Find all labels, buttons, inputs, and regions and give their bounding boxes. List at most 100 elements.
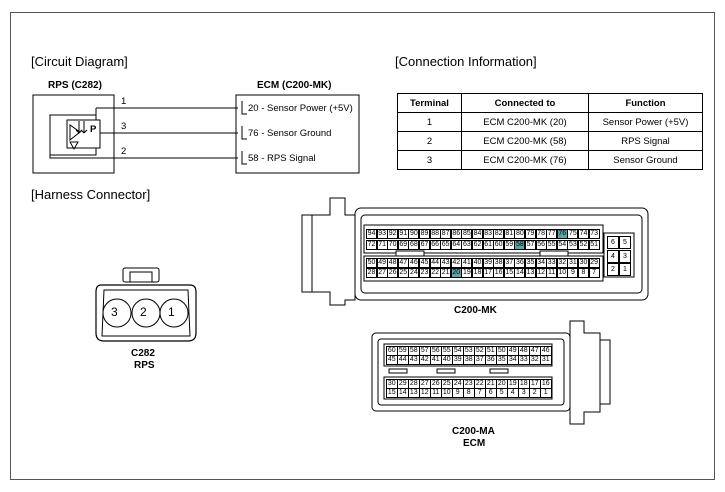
connector-pin: 81 bbox=[503, 229, 515, 239]
connector-pin: 3 bbox=[518, 388, 530, 398]
connector-pin: 12 bbox=[535, 268, 547, 278]
connector-pin: 26 bbox=[387, 268, 399, 278]
connector-pin: 40 bbox=[441, 355, 453, 365]
connector-pin: 82 bbox=[493, 229, 505, 239]
connector-pin: 28 bbox=[366, 268, 377, 278]
connector-pin: 67 bbox=[419, 240, 430, 250]
connector-pin: 47 bbox=[397, 258, 409, 268]
connector-pin: 8 bbox=[578, 268, 589, 278]
connector-pin: 8 bbox=[463, 388, 475, 398]
connector-pin: 77 bbox=[546, 229, 558, 239]
connector-pin: 90 bbox=[408, 229, 420, 239]
connector-pin: 74 bbox=[578, 229, 589, 239]
connector-pin: 10 bbox=[556, 268, 568, 278]
connector-pin: 5 bbox=[496, 388, 508, 398]
connector-pin: 2 bbox=[529, 388, 541, 398]
connector-pin: 4 bbox=[607, 249, 619, 263]
connector-pin: 1 bbox=[619, 263, 631, 276]
connector-pin: 78 bbox=[535, 229, 547, 239]
table-header-row: Terminal Connected to Function bbox=[397, 93, 703, 113]
connector-pin: 94 bbox=[366, 229, 377, 239]
connector-pin: 92 bbox=[387, 229, 399, 239]
connector-pin: 71 bbox=[376, 240, 388, 250]
c282-pin-1 bbox=[159, 298, 189, 328]
connector-pin: 69 bbox=[397, 240, 409, 250]
connector-pin: 56 bbox=[535, 240, 547, 250]
connector-pin: 36 bbox=[514, 258, 526, 268]
connector-pin: 85 bbox=[461, 229, 473, 239]
connector-pin: 41 bbox=[461, 258, 473, 268]
connector-pin: 27 bbox=[376, 268, 388, 278]
table-cell: ECM C200-MK (76) bbox=[461, 150, 589, 170]
connector-pin: 46 bbox=[408, 258, 420, 268]
connector-pin: 21 bbox=[440, 268, 452, 278]
connector-pin: 16 bbox=[493, 268, 505, 278]
connector-pin: 14 bbox=[514, 268, 526, 278]
connector-pin: 65 bbox=[440, 240, 452, 250]
connector-pin: 91 bbox=[397, 229, 409, 239]
connector-pin: 6 bbox=[607, 236, 619, 249]
connector-pin: 64 bbox=[450, 240, 462, 250]
wire-pin-number: 2 bbox=[121, 146, 127, 157]
c200mk-label: C200-MK bbox=[454, 305, 497, 316]
connector-pin: 72 bbox=[366, 240, 377, 250]
connector-pin: 24 bbox=[408, 268, 420, 278]
connector-pin: 5 bbox=[619, 236, 631, 249]
connector-pin: 4 bbox=[507, 388, 519, 398]
connector-pin: 41 bbox=[430, 355, 442, 365]
c282-pin-label: 2 bbox=[140, 305, 147, 319]
connector-pin: 89 bbox=[419, 229, 430, 239]
connector-pin: 6 bbox=[485, 388, 497, 398]
connector-pin: 34 bbox=[535, 258, 547, 268]
c282-desc: RPS bbox=[134, 360, 155, 371]
connector-pin: 22 bbox=[429, 268, 441, 278]
wire-pin-number: 3 bbox=[121, 121, 127, 132]
connector-pin: 32 bbox=[556, 258, 568, 268]
connector-pin: 39 bbox=[482, 258, 494, 268]
connector-pin: 37 bbox=[474, 355, 486, 365]
c282-name: C282 bbox=[131, 348, 155, 359]
connector-pin: 19 bbox=[461, 268, 473, 278]
connector-pin: 45 bbox=[386, 355, 398, 365]
connector-pin: 7 bbox=[588, 268, 600, 278]
connector-pin: 93 bbox=[376, 229, 388, 239]
sensor-p-label: P bbox=[90, 124, 97, 135]
c200ma-desc: ECM bbox=[463, 438, 486, 449]
connector-pin: 43 bbox=[408, 355, 420, 365]
connector-pin: 9 bbox=[567, 268, 579, 278]
connector-pin: 52 bbox=[578, 240, 589, 250]
connector-pin: 87 bbox=[440, 229, 452, 239]
connector-pin: 48 bbox=[387, 258, 399, 268]
connector-pin: 55 bbox=[546, 240, 558, 250]
connector-pin: 43 bbox=[440, 258, 452, 268]
diagram-frame bbox=[10, 12, 715, 480]
connector-pin: 58 bbox=[514, 240, 526, 250]
c282-pin-3 bbox=[102, 298, 132, 328]
table-row: 1 ECM C200-MK (20) Sensor Power (+5V) bbox=[397, 112, 703, 132]
connector-pin: 14 bbox=[397, 388, 409, 398]
connector-pin: 35 bbox=[496, 355, 508, 365]
connector-pin: 54 bbox=[556, 240, 568, 250]
connector-pin: 20 bbox=[450, 268, 462, 278]
ground-icon bbox=[69, 141, 79, 151]
connector-pin: 29 bbox=[588, 258, 600, 268]
ecm-pin-label: 20 - Sensor Power (+5V) bbox=[248, 103, 353, 114]
connector-pin: 23 bbox=[419, 268, 430, 278]
connector-pin: 50 bbox=[366, 258, 377, 268]
connector-pin: 36 bbox=[485, 355, 497, 365]
connector-pin: 10 bbox=[441, 388, 453, 398]
rps-component-label: RPS (C282) bbox=[48, 80, 102, 91]
table-header: Terminal bbox=[397, 93, 462, 113]
connector-pin: 51 bbox=[588, 240, 600, 250]
connector-pin: 1 bbox=[540, 388, 552, 398]
connector-pin: 25 bbox=[397, 268, 409, 278]
connector-pin: 7 bbox=[474, 388, 486, 398]
connector-pin: 59 bbox=[503, 240, 515, 250]
c282-pin-label: 3 bbox=[111, 305, 118, 319]
connector-pin: 11 bbox=[430, 388, 442, 398]
connector-pin: 9 bbox=[452, 388, 464, 398]
connector-pin: 88 bbox=[429, 229, 441, 239]
connector-pin: 31 bbox=[567, 258, 579, 268]
connector-pin: 15 bbox=[503, 268, 515, 278]
